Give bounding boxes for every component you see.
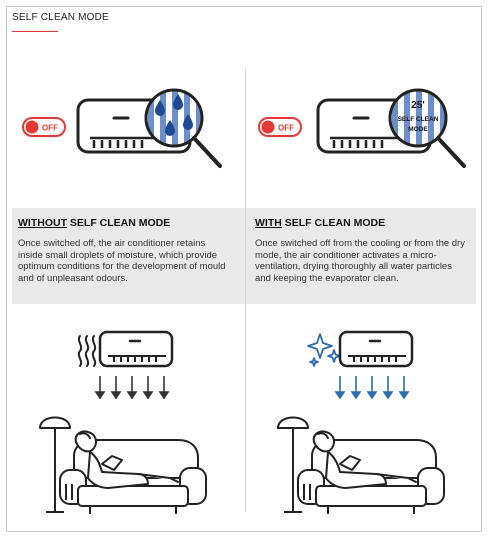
lens-line1: SELF CLEAN bbox=[398, 116, 439, 123]
left-title-emphasis: WITHOUT bbox=[18, 217, 67, 229]
left-magnifier-icon bbox=[144, 88, 222, 168]
left-bottom-scene bbox=[77, 330, 174, 400]
lens-temp: 25' bbox=[411, 100, 425, 111]
right-title-emphasis: WITH bbox=[255, 217, 282, 229]
armchair-icon bbox=[297, 439, 445, 514]
left-section-title: WITHOUT SELF CLEAN MODE bbox=[18, 217, 170, 229]
title-underline bbox=[12, 31, 58, 32]
right-magnifier-icon: 25' SELF CLEAN MODE bbox=[388, 88, 466, 168]
person-reading-icon bbox=[312, 430, 417, 489]
sparkle-icon bbox=[307, 333, 341, 367]
right-section-body: Once switched off from the cooling or fr… bbox=[255, 238, 465, 284]
right-armchair-scene bbox=[277, 416, 445, 514]
heat-wave-icon bbox=[77, 335, 97, 367]
right-toggle-off-icon: OFF bbox=[258, 117, 302, 137]
lamp-icon bbox=[39, 416, 71, 513]
left-armchair-scene bbox=[39, 416, 207, 514]
left-title-rest: SELF CLEAN MODE bbox=[67, 217, 171, 229]
right-bottom-scene bbox=[307, 330, 414, 400]
right-title-rest: SELF CLEAN MODE bbox=[281, 217, 386, 229]
left-off-label: OFF bbox=[42, 124, 58, 133]
column-divider bbox=[245, 68, 246, 512]
left-toggle-off-icon: OFF bbox=[22, 117, 66, 137]
left-section-body: Once switched off, the air conditioner r… bbox=[18, 238, 226, 284]
description-band bbox=[12, 208, 476, 304]
air-conditioner-icon bbox=[338, 330, 414, 368]
person-reading-icon bbox=[74, 430, 179, 489]
arrow-down-icon bbox=[334, 376, 410, 400]
right-section-title: WITH SELF CLEAN MODE bbox=[255, 217, 385, 229]
water-drop-icon bbox=[155, 94, 193, 136]
armchair-icon bbox=[59, 439, 207, 514]
arrow-down-icon bbox=[94, 376, 170, 400]
air-conditioner-icon bbox=[98, 330, 174, 368]
right-off-label: OFF bbox=[278, 124, 294, 133]
page-title: SELF CLEAN MODE bbox=[12, 12, 109, 23]
lamp-icon bbox=[277, 416, 309, 513]
lens-line2: MODE bbox=[408, 126, 428, 133]
